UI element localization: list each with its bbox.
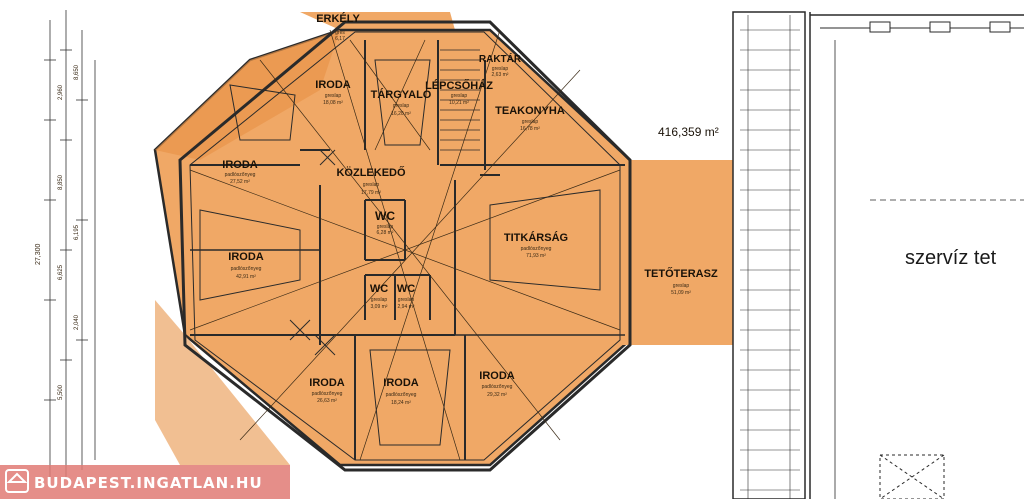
dimension-d: 5,500 [58, 384, 64, 400]
total-area: 416,359 m² [658, 125, 719, 139]
room-tetoterasz-name: TETŐTERASZ [644, 267, 718, 280]
room-targyalo-area: 16,20 m² [391, 111, 411, 117]
room-wc3-area: 2,94 m² [398, 304, 415, 310]
room-erkely-floor: gres [335, 30, 345, 36]
room-titkarsag-area: 71,93 m² [526, 253, 546, 259]
room-iroda-s-floor: padlószőnyeg [386, 392, 417, 398]
room-iroda-sw-name: IRODA [309, 377, 345, 389]
room-wc2-area: 3,09 m² [371, 304, 388, 310]
room-tetoterasz-area: 51,09 m² [671, 290, 691, 296]
room-fixtures [199, 59, 601, 446]
room-wc3-name: WC [397, 283, 415, 295]
room-targyalo-floor: greslap [393, 103, 410, 109]
interior-walls [190, 40, 625, 460]
service-area [732, 11, 1024, 499]
dimension-lines [44, 10, 96, 480]
room-wc1-name: WC [375, 209, 395, 223]
building-outline [178, 20, 632, 472]
room-lepcsohaz-floor: greslap [451, 93, 468, 99]
room-erkely-area: 6,17 [335, 36, 345, 42]
room-lepcsohaz-name: LÉPCSŐHÁZ [425, 79, 493, 92]
dimension-f: 6,195 [74, 224, 80, 240]
dimension-a: 2,960 [58, 84, 64, 100]
room-iroda-w-name: IRODA [228, 251, 264, 263]
room-raktar-name: RAKTÁR [479, 52, 522, 65]
watermark: BUDAPEST.INGATLAN.HU [0, 465, 290, 499]
room-iroda-se-floor: padlószőnyeg [482, 384, 513, 390]
room-wc2-floor: greslap [371, 297, 388, 303]
room-iroda-w-floor: padlószőnyeg [231, 266, 262, 272]
watermark-text: BUDAPEST.INGATLAN.HU [34, 474, 263, 492]
room-wc2-name: WC [370, 283, 388, 295]
room-lepcsohaz-area: 10,21 m² [449, 100, 469, 106]
room-kozlekedo-name: KÖZLEKEDŐ [336, 166, 406, 179]
room-labels: ERKÉLY gres 6,17 RAKTÁR greslap 2,63 m² … [222, 12, 718, 406]
dimension-b: 8,850 [58, 174, 64, 190]
room-iroda-nw-area: 27,52 m² [230, 179, 250, 185]
room-iroda-sw-area: 26,63 m² [317, 398, 337, 404]
room-titkarsag-floor: padlószőnyeg [521, 246, 552, 252]
room-teakonyha-area: 16,78 m² [520, 126, 540, 132]
room-raktar-floor: greslap [492, 66, 509, 72]
room-kozlekedo-area: 17,79 m² [361, 190, 381, 196]
room-iroda-sw-floor: padlószőnyeg [312, 391, 343, 397]
room-iroda-s-name: IRODA [383, 377, 419, 389]
floor-fill [153, 12, 745, 467]
room-raktar-area: 2,63 m² [492, 72, 509, 78]
room-wc3-floor: greslap [398, 297, 415, 303]
room-titkarsag-name: TITKÁRSÁG [504, 231, 568, 244]
dimension-c: 6,625 [58, 264, 64, 280]
room-iroda-nw-floor: padlószőnyeg [225, 172, 256, 178]
room-teakonyha-name: TEAKONYHA [495, 105, 565, 117]
room-wc1-area: 6,28 m² [377, 230, 394, 236]
room-iroda-nw-name: IRODA [222, 159, 258, 171]
marker-crosses [289, 149, 336, 356]
room-iroda-se-area: 29,32 m² [487, 392, 507, 398]
room-iroda-w-area: 42,91 m² [236, 274, 256, 280]
room-targyalo-name: TÁRGYALÓ [371, 88, 432, 101]
room-tetoterasz-floor: greslap [673, 283, 690, 289]
room-iroda-n-floor: greslap [325, 93, 342, 99]
stair-icon [440, 49, 480, 151]
room-iroda-s-area: 18,24 m² [391, 400, 411, 406]
room-teakonyha-floor: greslap [522, 119, 539, 125]
room-wc1-floor: greslap [377, 224, 394, 230]
room-iroda-n-area: 18,08 m² [323, 100, 343, 106]
service-label: szervíz tet [905, 247, 997, 269]
room-iroda-n-name: IRODA [315, 79, 351, 91]
room-kozlekedo-floor: greslap [363, 182, 380, 188]
room-erkely-name: ERKÉLY [316, 12, 360, 25]
dimension-overall: 27,300 [35, 243, 42, 265]
dimension-e: 8,650 [74, 64, 80, 80]
dimension-g: 2,040 [74, 314, 80, 330]
room-iroda-se-name: IRODA [479, 370, 515, 382]
